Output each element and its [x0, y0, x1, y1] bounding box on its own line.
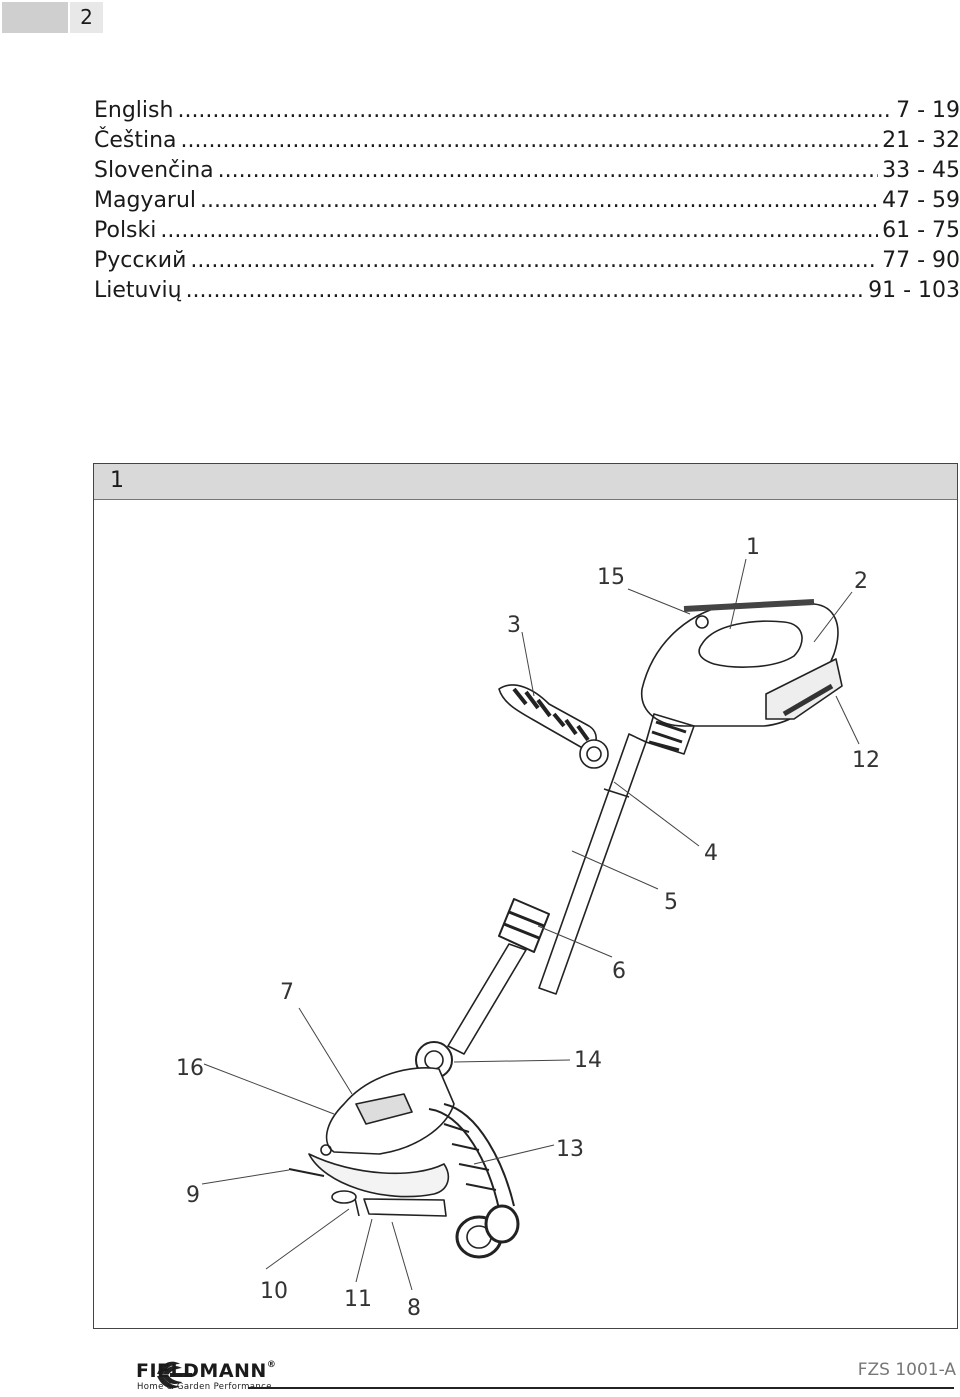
- header-bar: [2, 2, 68, 33]
- toc-leader: [200, 186, 878, 216]
- figure-number: 1: [110, 468, 124, 493]
- callout-14: 14: [574, 1048, 602, 1073]
- figure-header: 1: [94, 464, 957, 500]
- fieldmann-logo-icon: [157, 1361, 192, 1389]
- callout-4: 4: [704, 841, 718, 866]
- table-of-contents: English 7 - 19 Čeština 21 - 32 Slovenčin…: [94, 96, 960, 306]
- toc-row[interactable]: Lietuvių 91 - 103: [94, 276, 960, 306]
- callout-11: 11: [344, 1287, 372, 1312]
- callout-3: 3: [507, 613, 521, 638]
- toc-row[interactable]: Čeština 21 - 32: [94, 126, 960, 156]
- figure-panel: 1: [93, 463, 958, 1329]
- toc-language: Magyarul: [94, 188, 197, 213]
- brand-name: FIELDMANN®: [136, 1360, 276, 1382]
- toc-pages: 7 - 19: [896, 98, 960, 123]
- model-number: FZS 1001-A: [857, 1360, 956, 1380]
- toc-pages: 77 - 90: [882, 248, 960, 273]
- callout-9: 9: [186, 1183, 200, 1208]
- callout-10: 10: [260, 1279, 288, 1304]
- callout-labels: 1 2 3 4 5 6 7 8 9 10 11 12 13 14 15 16: [176, 535, 880, 1321]
- toc-language: Lietuvių: [94, 278, 182, 303]
- trimmer-illustration: 1 2 3 4 5 6 7 8 9 10 11 12 13 14 15 16: [176, 535, 880, 1321]
- page-header: 2: [2, 2, 103, 33]
- toc-pages: 61 - 75: [882, 218, 960, 243]
- callout-2: 2: [854, 569, 868, 594]
- callout-8: 8: [407, 1296, 421, 1321]
- callout-1: 1: [746, 535, 760, 560]
- toc-leader: [218, 156, 878, 186]
- toc-leader: [186, 276, 865, 306]
- toc-language: English: [94, 98, 174, 123]
- callout-16: 16: [176, 1056, 204, 1081]
- toc-language: Čeština: [94, 128, 177, 153]
- toc-row[interactable]: Русский 77 - 90: [94, 246, 960, 276]
- toc-pages: 33 - 45: [882, 158, 960, 183]
- toc-row[interactable]: English 7 - 19: [94, 96, 960, 126]
- toc-language: Slovenčina: [94, 158, 214, 183]
- toc-pages: 47 - 59: [882, 188, 960, 213]
- toc-row[interactable]: Magyarul 47 - 59: [94, 186, 960, 216]
- toc-row[interactable]: Slovenčina 33 - 45: [94, 156, 960, 186]
- toc-row[interactable]: Polski 61 - 75: [94, 216, 960, 246]
- toc-language: Polski: [94, 218, 157, 243]
- callout-12: 12: [852, 748, 880, 773]
- leader-lines: [201, 558, 860, 1291]
- brand-tagline: Home & Garden Performance: [137, 1382, 272, 1392]
- trimmer-drawing: [288, 599, 843, 1259]
- toc-leader: [160, 216, 878, 246]
- toc-pages: 21 - 32: [882, 128, 960, 153]
- callout-13: 13: [556, 1137, 584, 1162]
- callout-15: 15: [597, 565, 625, 590]
- callout-7: 7: [280, 980, 294, 1005]
- registered-mark: ®: [266, 1360, 277, 1370]
- toc-leader: [177, 96, 892, 126]
- brand-text: FIELDMANN: [136, 1360, 267, 1382]
- toc-language: Русский: [94, 248, 187, 273]
- callout-6: 6: [612, 959, 626, 984]
- footer-rule: [248, 1387, 954, 1389]
- toc-leader: [181, 126, 879, 156]
- page-number: 2: [70, 2, 103, 33]
- callout-5: 5: [664, 890, 678, 915]
- toc-pages: 91 - 103: [868, 278, 960, 303]
- toc-leader: [190, 246, 878, 276]
